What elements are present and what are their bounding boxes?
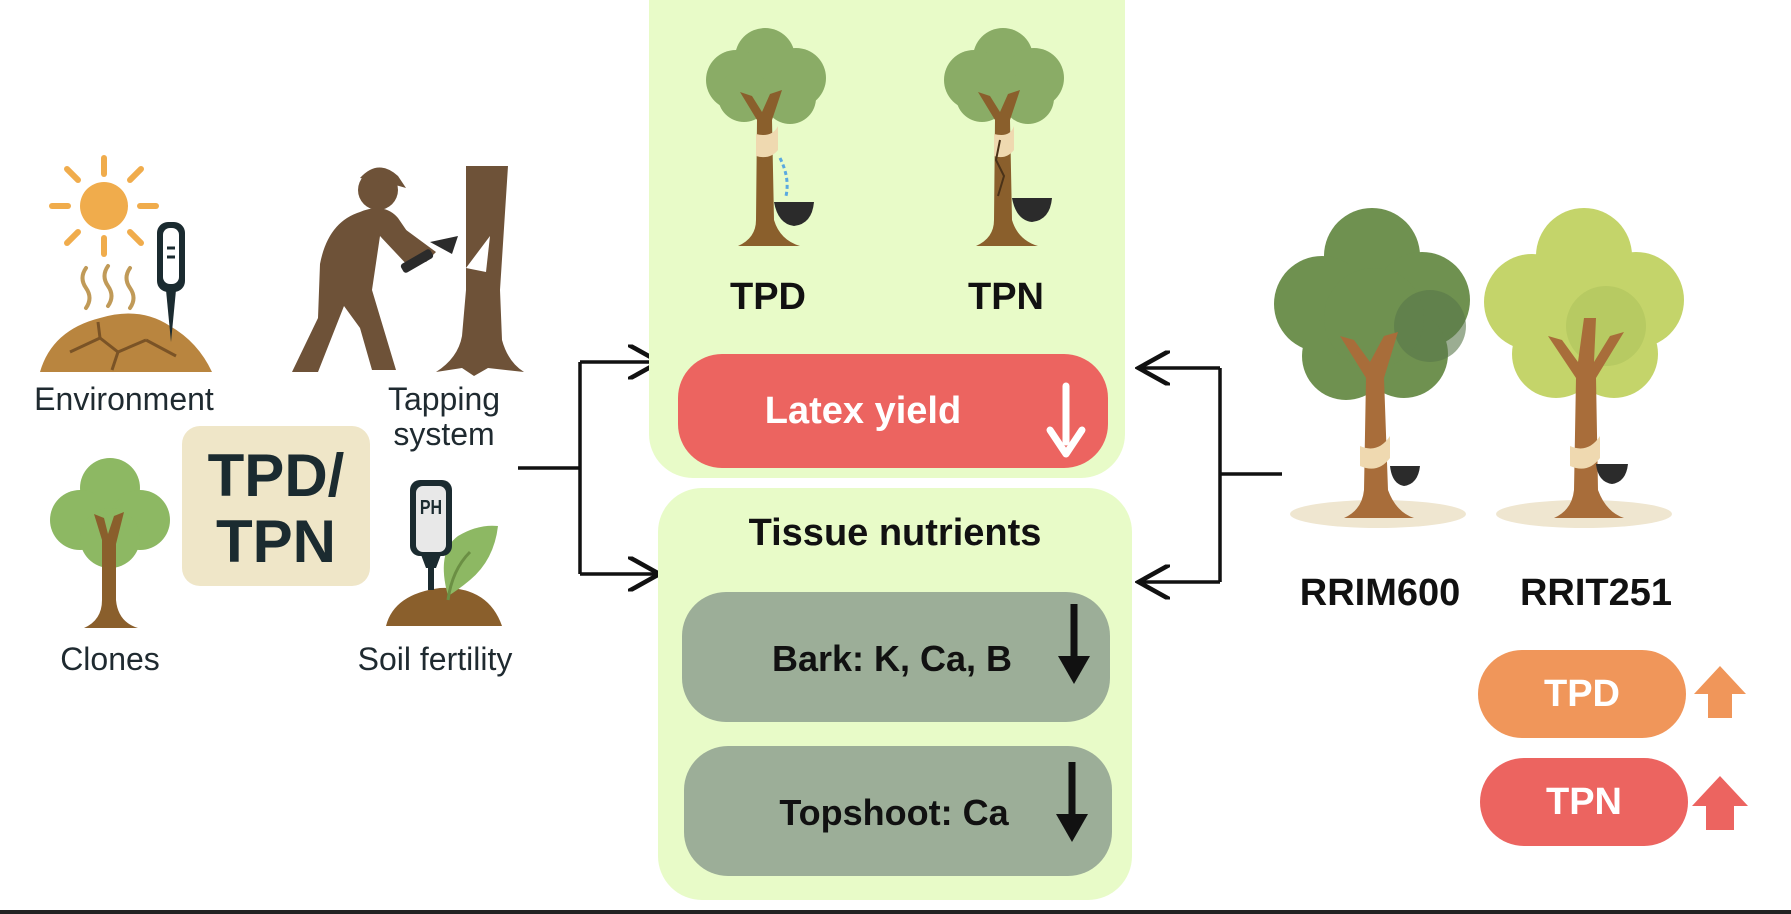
soil-fertility-label: Soil fertility — [357, 641, 513, 677]
environment-label: Environment — [34, 381, 214, 417]
topshoot-nutrients-pill: Topshoot: Ca — [684, 746, 1112, 876]
tpd-tpn-box-line1: TPD/ — [207, 442, 345, 509]
tapping-system-label-line1: Tapping — [387, 381, 501, 417]
tpd-tree-label: TPD — [730, 276, 806, 318]
tpn-tree-label: TPN — [968, 276, 1044, 318]
tissue-nutrients-title: Tissue nutrients — [748, 512, 1042, 554]
tpd-tpn-box-line2: TPN — [216, 508, 336, 575]
tpd-increase-label: TPD — [1544, 672, 1620, 715]
tpn-increase-pill: TPN — [1480, 758, 1688, 846]
bottom-border — [0, 910, 1791, 914]
rrim600-label: RRIM600 — [1299, 572, 1461, 614]
rrit251-label: RRIT251 — [1519, 572, 1673, 614]
latex-yield-pill: Latex yield — [678, 354, 1108, 468]
tpd-increase-pill: TPD — [1478, 650, 1686, 738]
clones-label: Clones — [60, 641, 160, 677]
tpd-tpn-box: TPD/ TPN — [182, 426, 370, 586]
ph-text: PH — [419, 497, 443, 519]
bark-nutrients-pill: Bark: K, Ca, B — [682, 592, 1110, 722]
tapping-system-label-line2: system — [393, 416, 495, 452]
bark-nutrients-label: Bark: K, Ca, B — [771, 638, 1013, 679]
latex-yield-label: Latex yield — [764, 389, 962, 432]
tpn-increase-label: TPN — [1546, 780, 1622, 823]
topshoot-nutrients-label: Topshoot: Ca — [779, 792, 1009, 833]
